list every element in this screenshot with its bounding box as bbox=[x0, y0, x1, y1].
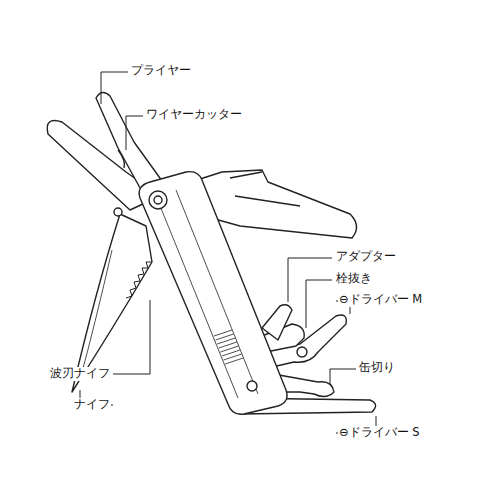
part-label: アダプター bbox=[335, 250, 397, 264]
tool-handle bbox=[139, 172, 287, 415]
part-label: ⊖ドライバー M bbox=[338, 293, 423, 307]
part-label: ナイフ bbox=[73, 398, 111, 412]
knife-blade bbox=[72, 214, 152, 392]
adapter bbox=[262, 305, 292, 340]
part-label: 波刃ナイフ bbox=[49, 367, 111, 381]
part-label: プライヤー bbox=[130, 64, 192, 78]
leader-lines bbox=[80, 72, 376, 433]
part-label: ワイヤーカッター bbox=[145, 108, 243, 122]
part-label: 栓抜き bbox=[335, 272, 373, 286]
grip-texture bbox=[214, 330, 243, 364]
part-label: 缶切り bbox=[358, 361, 396, 375]
part-label: ⊖ドライバー S bbox=[338, 426, 421, 440]
